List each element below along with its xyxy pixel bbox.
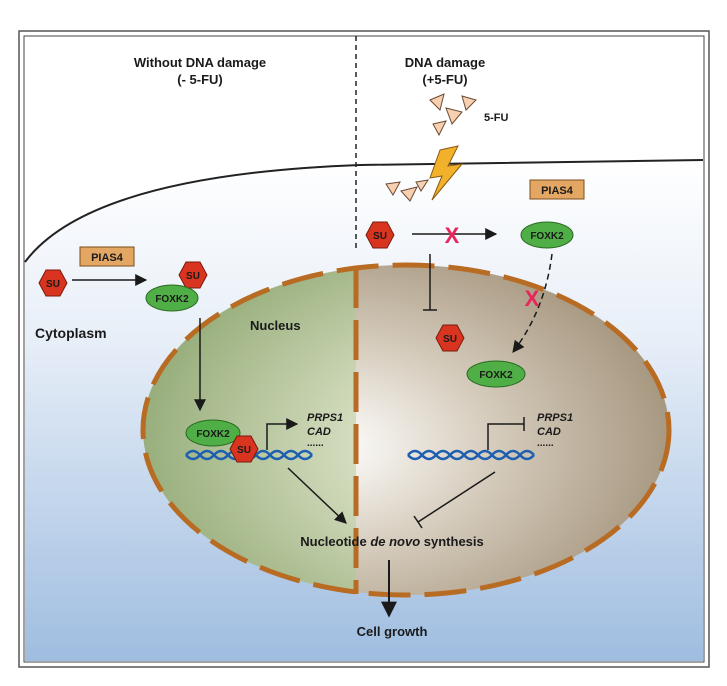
cell-growth-label: Cell growth	[357, 624, 428, 639]
drug-triangle	[415, 179, 430, 192]
drug-triangle	[445, 107, 463, 125]
fluorouracil-molecules	[385, 93, 477, 202]
promote-synthesis-arrow	[287, 467, 347, 524]
su-hexagon-attached	[178, 261, 208, 289]
pias4-label-left: PIAS4	[91, 252, 124, 264]
foxk2-right-cytoplasm	[520, 221, 574, 249]
synthesis-label-italic: de novo	[370, 534, 420, 549]
left-panel-title: Without DNA damage	[134, 55, 266, 70]
inhibit-synthesis-line	[417, 471, 496, 523]
drug-label: 5-FU	[484, 112, 509, 124]
foxk2-right-nucleus	[466, 360, 526, 388]
synthesis-label-post: synthesis	[420, 534, 484, 549]
left-panel-subtitle: (- 5-FU)	[177, 72, 223, 87]
transcription-arrow	[266, 418, 299, 450]
nucleus-right-half	[356, 265, 669, 595]
su-hexagon-left	[38, 269, 68, 297]
inhibit-synthesis-bar	[413, 515, 423, 529]
foxk2-label: FOXK2	[196, 429, 230, 440]
su-label: SU	[186, 271, 200, 282]
block-mark-top: X	[445, 223, 460, 248]
dna-strand	[407, 449, 535, 461]
nucleus-left-half	[143, 268, 356, 592]
gene-prps1-right: PRPS1	[537, 412, 573, 424]
dna-right	[407, 449, 535, 461]
block-mark-import: X	[525, 286, 540, 311]
foxk2-left	[145, 284, 199, 312]
gene-cad-right: CAD	[537, 426, 561, 438]
gene-prps1-left: PRPS1	[307, 412, 343, 424]
su-label: SU	[373, 231, 387, 242]
cytoplasm-label: Cytoplasm	[35, 325, 107, 341]
su-hexagon-nuclear	[435, 324, 465, 352]
foxk2-label: FOXK2	[155, 294, 189, 305]
su-label: SU	[237, 445, 251, 456]
su-hexagon-right	[365, 221, 395, 249]
foxk2-label: FOXK2	[479, 370, 513, 381]
foxk2-label: FOXK2	[530, 231, 564, 242]
dna-strand	[407, 449, 535, 461]
right-panel-title: DNA damage	[405, 55, 485, 70]
synthesis-label: Nucleotide de novo synthesis	[300, 534, 484, 549]
su-label: SU	[443, 334, 457, 345]
gene-cad-left: CAD	[307, 426, 331, 438]
synthesis-label-pre: Nucleotide	[300, 534, 370, 549]
nucleus	[140, 262, 672, 598]
repressed-transcription-line	[487, 423, 524, 450]
su-label: SU	[46, 279, 60, 290]
right-panel-subtitle: (+5-FU)	[422, 72, 467, 87]
inner-frame	[23, 35, 705, 663]
nuclear-envelope	[140, 262, 672, 598]
lightning-icon	[429, 145, 464, 201]
nucleus-label: Nucleus	[250, 318, 301, 333]
foxk2-bound	[185, 419, 241, 447]
drug-triangle	[385, 181, 401, 196]
pias4-box-right	[529, 179, 585, 200]
drug-triangle	[432, 120, 447, 137]
su-hexagon-bound	[229, 435, 259, 463]
drug-triangle	[461, 95, 477, 111]
drug-triangle	[400, 186, 418, 202]
blocked-import-arrow	[512, 253, 553, 353]
gene-ellipsis-right: ......	[537, 438, 554, 449]
gene-ellipsis-left: ......	[307, 438, 324, 449]
drug-triangle	[429, 93, 445, 111]
cell-membrane	[24, 159, 704, 263]
pias4-box-left	[79, 246, 135, 267]
pias4-label-right: PIAS4	[541, 185, 574, 197]
